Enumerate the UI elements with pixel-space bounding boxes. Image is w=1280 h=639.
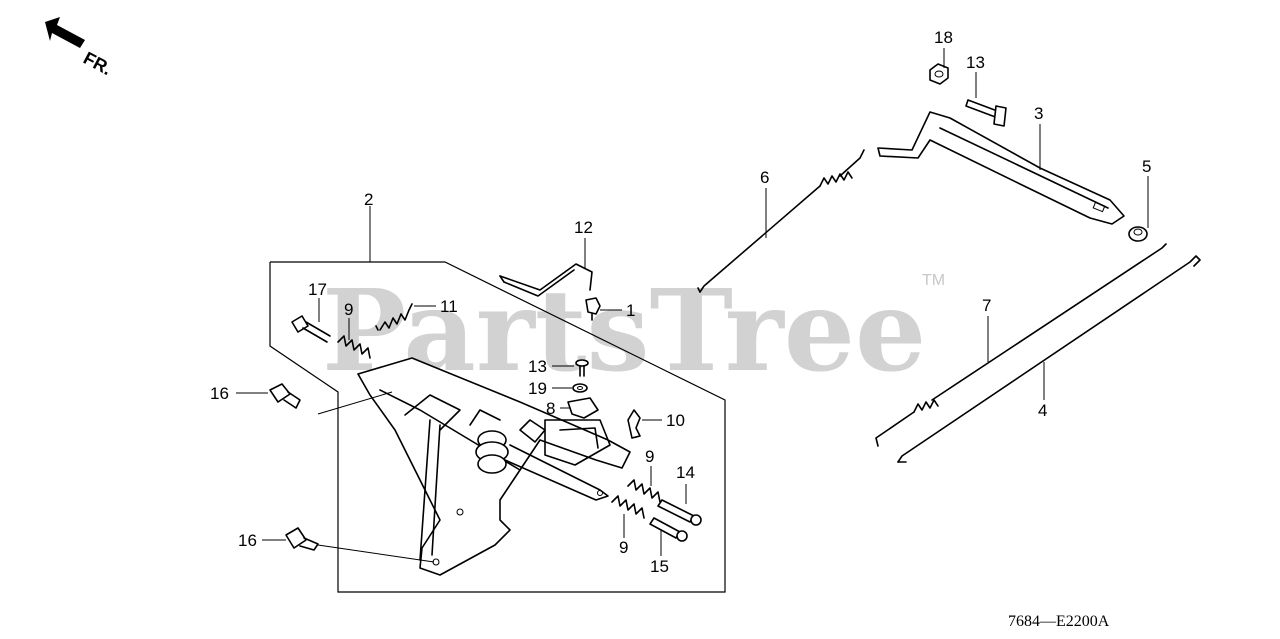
callout-11: 11	[440, 297, 458, 316]
callout-8: 8	[546, 399, 555, 418]
callout-9-left: 9	[344, 300, 353, 319]
spring-11	[375, 303, 413, 331]
callout-13-upper: 16	[210, 384, 229, 403]
spring-9-right-top	[627, 479, 661, 503]
clip-1	[585, 297, 601, 321]
spring-9-right-bottom	[611, 495, 645, 519]
nut-18	[929, 63, 949, 85]
callout-7: 7	[982, 296, 991, 315]
front-label: FR.	[80, 48, 115, 79]
bolt-17	[291, 315, 331, 343]
assembly-frame	[269, 261, 726, 593]
callout-6: 6	[760, 168, 769, 187]
rod-4	[897, 255, 1201, 463]
callout-9-right-bottom: 9	[619, 538, 628, 557]
control-base-plate	[357, 357, 631, 576]
callout-9-right-top: 9	[645, 447, 654, 466]
lever-arm-3	[877, 111, 1125, 225]
callout-4: 4	[1038, 401, 1047, 420]
callout-15: 13	[528, 357, 547, 376]
bolt-14	[965, 99, 1007, 127]
diagram-code: 7684—E2200A	[1008, 613, 1110, 630]
rod-7	[875, 243, 1167, 447]
callout-16-lower: 15	[650, 557, 669, 576]
bolt-16-upper	[657, 499, 702, 526]
spring-clip-10	[627, 409, 641, 439]
bolt-13-upper	[269, 383, 301, 409]
front-arrow-icon	[45, 17, 85, 48]
washer-19	[572, 383, 588, 393]
rod-6	[697, 149, 865, 293]
holder-8	[567, 397, 599, 419]
callout-5: 5	[1142, 157, 1151, 176]
callout-13-lower: 16	[238, 531, 257, 550]
callout-12: 12	[574, 218, 593, 237]
callout-3: 3	[1034, 104, 1043, 123]
collar-5	[1128, 226, 1148, 242]
bolt-16-lower	[649, 517, 688, 542]
callout-10: 10	[666, 411, 685, 430]
leader-lines	[236, 48, 1149, 563]
callout-2: 2	[364, 190, 373, 209]
callout-16-upper: 14	[676, 463, 695, 482]
callout-17: 17	[308, 280, 327, 299]
callout-1: 1	[626, 301, 635, 320]
callout-14: 13	[966, 53, 985, 72]
callout-18: 18	[934, 28, 953, 47]
bolt-13-lower	[285, 527, 319, 551]
callout-19: 19	[528, 379, 547, 398]
screw-15	[575, 359, 589, 377]
spring-9-left	[337, 335, 371, 359]
wire-link-12	[499, 263, 593, 297]
watermark-trademark: TM	[922, 272, 945, 289]
